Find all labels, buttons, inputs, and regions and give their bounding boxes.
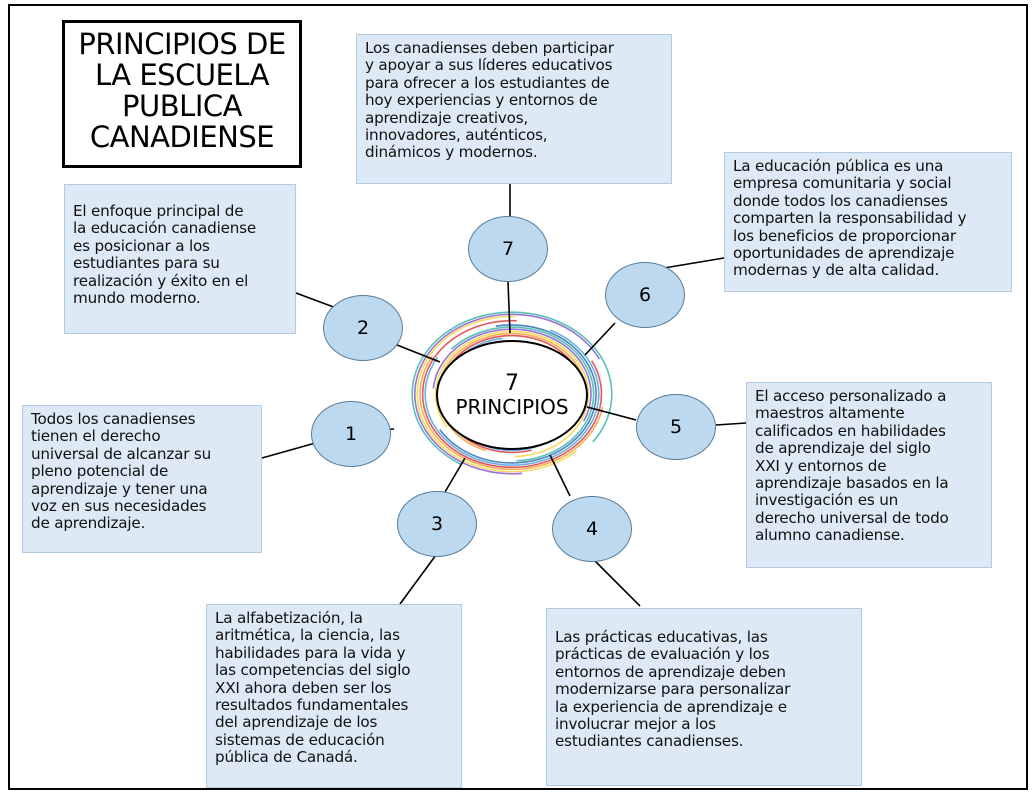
box-line: XXI ahora deben ser los (215, 678, 392, 697)
box-line: tienen el derecho (31, 427, 161, 446)
swirl-arc (414, 313, 601, 475)
principle-bubble-5: 5 (636, 394, 716, 460)
principle-box-6: La educación pública es una empresa comu… (724, 152, 1012, 292)
box-line: calificados en habilidades (755, 421, 946, 440)
swirl-arc (450, 326, 595, 462)
box-line: del aprendizaje de los (215, 713, 378, 732)
principle-box-7: Los canadienses deben participar y apoya… (356, 34, 672, 184)
box-line: El enfoque principal de (73, 202, 244, 220)
box-line: de aprendizaje del siglo (755, 439, 931, 458)
box-line: pública de Canadá. (215, 748, 358, 767)
principle-box-1: Todos los canadienses tienen el derecho … (22, 405, 262, 553)
box-line: aprendizaje basados en la (755, 474, 949, 493)
box-line: la educación canadiense (73, 219, 257, 238)
swirl-arc (419, 355, 604, 471)
box-line: hoy experiencias y entornos de (365, 91, 598, 110)
principle-box-4: Las prácticas educativas, las prácticas … (546, 608, 862, 786)
box-line: alumno canadiense. (755, 526, 905, 545)
connector-line (444, 457, 466, 493)
principle-box-3: La alfabetización, la aritmética, la cie… (206, 604, 462, 788)
swirl-arc (434, 330, 590, 458)
connector-line (399, 554, 437, 605)
box-line: estudiantes para su (73, 254, 220, 273)
connector-line (715, 422, 747, 426)
principle-bubble-1: 1 (311, 401, 391, 467)
center-hub: 7 PRINCIPIOS (436, 340, 588, 450)
box-line: maestros altamente (755, 404, 905, 423)
box-line: voz en sus necesidades (31, 497, 207, 516)
box-line: y apoyar a sus líderes educativos (365, 56, 613, 75)
box-line: Las prácticas educativas, las (555, 628, 768, 646)
box-line: sistemas de educación (215, 730, 385, 749)
principle-bubble-2: 2 (323, 295, 403, 361)
box-line: pleno potencial de (31, 462, 169, 481)
title-line: CANADIENSE (89, 120, 275, 154)
box-line: habilidades para la vida y (215, 643, 406, 662)
box-line: Todos los canadienses (31, 410, 196, 428)
box-line: prácticas de evaluación y los (555, 645, 770, 664)
box-line: donde todos los canadienses (733, 191, 948, 210)
box-line: para ofrecer a los estudiantes de (365, 73, 610, 92)
principle-bubble-6: 6 (605, 262, 685, 328)
box-line: realización y éxito en el (73, 271, 249, 290)
box-line: la experiencia de aprendizaje e (555, 697, 787, 716)
box-line: XXI y entornos de (755, 456, 887, 475)
box-line: aprendizaje creativos, (365, 108, 529, 127)
box-line: derecho universal de todo (755, 508, 949, 527)
principle-box-5: El acceso personalizado a maestros altam… (746, 382, 992, 568)
center-number: 7 (505, 371, 519, 396)
box-line: aritmética, la ciencia, las (215, 626, 400, 645)
title-line: PUBLICA (122, 89, 242, 123)
box-line: El acceso personalizado a (755, 387, 947, 405)
box-line: estudiantes canadienses. (555, 732, 744, 751)
swirl-arc (432, 328, 592, 422)
box-line: aprendizaje y tener una (31, 479, 208, 498)
connector-line (391, 342, 441, 363)
box-line: involucrar mejor a los (555, 715, 716, 734)
box-line: Los canadienses deben participar (365, 39, 614, 57)
principle-box-2: El enfoque principal de la educación can… (64, 184, 296, 334)
connector-line (584, 322, 616, 356)
principle-bubble-3: 3 (397, 491, 477, 557)
box-line: investigación es un (755, 491, 899, 510)
swirl-arc (421, 319, 603, 469)
box-line: resultados fundamentales (215, 696, 409, 715)
box-line: universal de alcanzar su (31, 444, 212, 463)
title-line: LA ESCUELA (94, 58, 270, 92)
box-line: modernizarse para personalizar (555, 680, 791, 699)
box-line: los beneficios de proporcionar (733, 226, 956, 245)
box-line: innovadores, auténticos, (365, 126, 548, 145)
principle-bubble-7: 7 (468, 216, 548, 282)
box-line: de aprendizaje. (31, 514, 146, 533)
principle-bubble-4: 4 (552, 496, 632, 562)
connector-line (594, 560, 641, 607)
box-line: comparten la responsabilidad y (733, 209, 967, 228)
swirl-arc (411, 311, 613, 465)
box-line: La educación pública es una (733, 157, 944, 175)
swirl-arc (424, 329, 600, 466)
box-line: empresa comunitaria y social (733, 174, 952, 193)
center-label: PRINCIPIOS (455, 395, 569, 419)
box-line: mundo moderno. (73, 289, 201, 308)
connector-line (586, 406, 637, 421)
connector-line (549, 454, 571, 497)
box-line: La alfabetización, la (215, 609, 363, 627)
box-line: modernas y de alta calidad. (733, 261, 940, 280)
box-line: oportunidades de aprendizaje (733, 244, 955, 263)
box-line: entornos de aprendizaje deben (555, 662, 786, 681)
swirl-arc (416, 315, 577, 473)
box-line: es posicionar a los (73, 236, 210, 255)
connector-line (507, 281, 511, 334)
swirl-arc (439, 324, 597, 464)
box-line: las competencias del siglo (215, 661, 411, 680)
title-line: PRINCIPIOS DE (78, 27, 286, 61)
box-line: dinámicos y modernos. (365, 143, 538, 162)
diagram-title: PRINCIPIOS DE LA ESCUELA PUBLICA CANADIE… (62, 20, 302, 168)
